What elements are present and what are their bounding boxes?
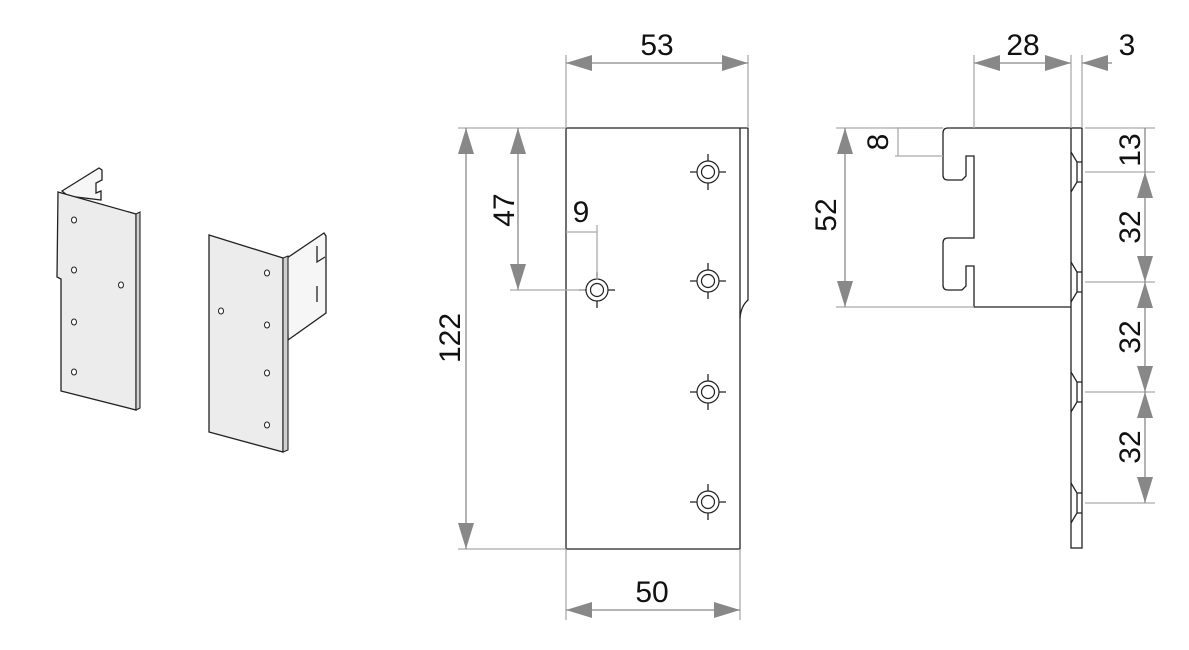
- countersunk-hole-mark: [1070, 371, 1082, 413]
- side-view-plate: [1070, 127, 1083, 549]
- hole-countersink-circle: [696, 490, 720, 514]
- dim-hook-height: 52: [810, 198, 843, 231]
- dim-width-top: 53: [640, 29, 673, 62]
- isometric-view-right-bracket: [208, 232, 327, 453]
- dim-width-bottom: 50: [635, 576, 668, 609]
- dimension-lines: [458, 55, 1155, 620]
- countersunk-holes: [1070, 151, 1082, 524]
- front-view-outline: [565, 127, 749, 550]
- hole-circle: [700, 494, 716, 510]
- dim-slot-offset: 8: [862, 134, 895, 151]
- dim-hole-horizontal: 9: [573, 196, 590, 229]
- hole-countersink-circle: [696, 160, 720, 184]
- dim-height: 122: [434, 313, 467, 363]
- dim-hook-depth: 28: [1006, 29, 1039, 62]
- hole-circle: [700, 273, 716, 289]
- countersunk-hole-mark: [1070, 151, 1082, 193]
- mounting-holes: [579, 154, 726, 520]
- dim-hole-spacing: 32: [1114, 320, 1147, 353]
- side-view-profile: [942, 127, 1071, 308]
- hole-countersink-circle: [585, 278, 609, 302]
- dim-hole-spacing: 32: [1114, 210, 1147, 243]
- isometric-view-left-bracket: [56, 167, 141, 411]
- side-view: [942, 127, 1083, 549]
- countersunk-hole-mark: [1070, 261, 1082, 303]
- front-view: [565, 127, 749, 550]
- hole-countersink-circle: [696, 380, 720, 404]
- hole-circle: [589, 282, 605, 298]
- dim-thickness: 3: [1119, 29, 1136, 62]
- dim-hole-vertical: 47: [488, 193, 521, 226]
- countersunk-hole-mark: [1070, 482, 1082, 524]
- hole-countersink-circle: [696, 269, 720, 293]
- hole-circle: [700, 384, 716, 400]
- dim-hole-spacing: 32: [1114, 430, 1147, 463]
- dim-first-hole: 13: [1114, 133, 1147, 166]
- hole-circle: [700, 164, 716, 180]
